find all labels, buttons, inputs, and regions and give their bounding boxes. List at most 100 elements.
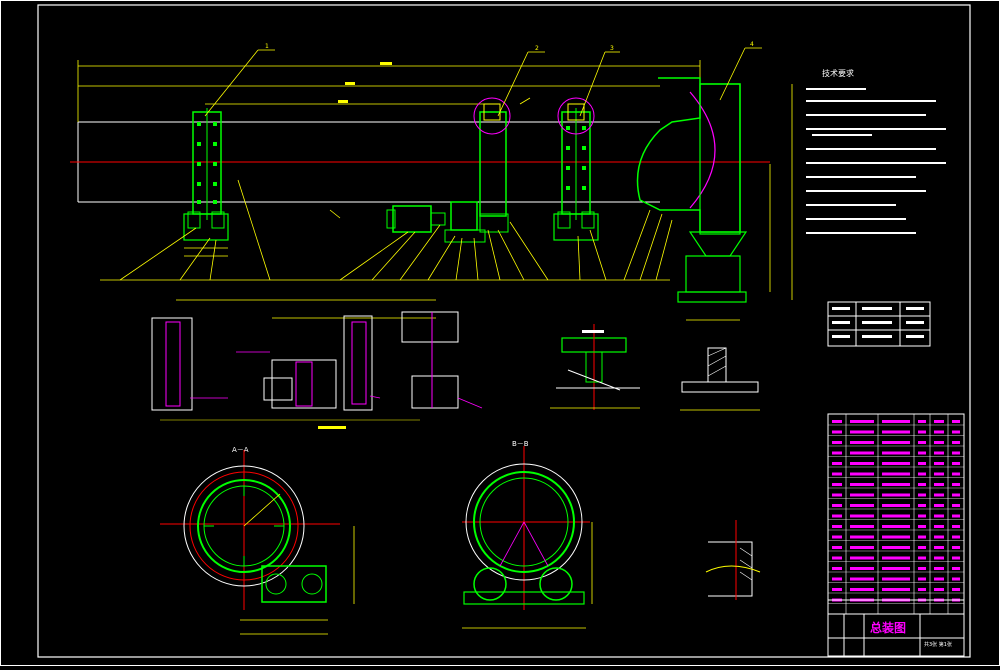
- support-left-roller-b: [211, 211, 225, 229]
- parts-cell-text: [850, 493, 874, 497]
- parts-cell-text: [934, 514, 944, 518]
- parts-cell-text: [918, 546, 926, 549]
- title-block: 总装图 共3张 第1张: [827, 613, 965, 657]
- parts-cell-text: [934, 525, 944, 528]
- callout-2: 2: [535, 45, 539, 52]
- parts-cell-text: [934, 420, 944, 423]
- parts-cell-text: [832, 577, 842, 581]
- parts-cell-text: [850, 514, 874, 518]
- parts-cell-text: [832, 525, 842, 528]
- parts-cell-text: [952, 556, 960, 560]
- section-a-label: A－A: [232, 446, 249, 454]
- foundation-left: [151, 317, 193, 411]
- parts-cell-text: [918, 430, 926, 434]
- parts-cell-text: [918, 588, 926, 591]
- parts-cell-text: [934, 493, 944, 497]
- support-left: [183, 213, 229, 241]
- parts-cell-text: [934, 577, 944, 581]
- parts-cell-text: [832, 588, 842, 591]
- parts-cell-text: [934, 504, 944, 507]
- section-mark-right: [519, 97, 531, 105]
- section-b-label: B－B: [512, 440, 529, 448]
- parts-cell-text: [850, 483, 874, 486]
- pinion-base: [479, 213, 509, 233]
- tyre-right-bolts: [566, 126, 586, 190]
- parts-cell-text: [952, 472, 960, 476]
- parts-cell-text: [952, 514, 960, 518]
- parts-cell-text: [832, 430, 842, 434]
- parts-cell-text: [850, 588, 874, 591]
- section-a: A－A: [160, 446, 355, 635]
- sheet-info: 共3张 第1张: [924, 641, 952, 648]
- parts-cell-text: [918, 525, 926, 528]
- parts-cell-text: [918, 556, 926, 560]
- parts-cell-text: [882, 472, 910, 476]
- motor-fan: [386, 209, 396, 229]
- section-mark-left: [329, 209, 341, 219]
- parts-cell-text: [952, 535, 960, 539]
- parts-cell-text: [882, 441, 910, 444]
- parts-cell-text: [850, 504, 874, 507]
- dim-text-seg2: [338, 100, 348, 103]
- inner-frame: [37, 4, 971, 658]
- parts-cell-text: [850, 546, 874, 549]
- parts-cell-text: [934, 588, 944, 591]
- parts-cell-text: [952, 493, 960, 497]
- parts-cell-text: [832, 420, 842, 423]
- coupling: [430, 212, 446, 226]
- reducer-base: [444, 229, 486, 243]
- parts-cell-text: [850, 525, 874, 528]
- hood-base: [677, 291, 747, 303]
- discharge-hood: [636, 77, 741, 233]
- parts-cell-text: [934, 451, 944, 455]
- parts-cell-text: [952, 504, 960, 507]
- parts-cell-text: [952, 546, 960, 549]
- dryer-elevation: 1 2 3 4: [70, 41, 793, 321]
- parts-cell-text: [850, 430, 874, 434]
- parts-cell-text: [934, 472, 944, 476]
- parts-cell-text: [832, 451, 842, 455]
- parts-cell-text: [918, 472, 926, 476]
- technical-notes: 技术要求: [806, 68, 946, 234]
- detail-section: [705, 520, 761, 600]
- support-right: [553, 213, 599, 241]
- parts-cell-text: [952, 525, 960, 528]
- parts-cell-text: [918, 483, 926, 486]
- parts-cell-text: [832, 493, 842, 497]
- parts-cell-text: [934, 483, 944, 486]
- parts-cell-text: [934, 567, 944, 570]
- hood-seal-curve: [689, 91, 716, 209]
- parts-cell-text: [850, 472, 874, 476]
- parts-cell-text: [952, 567, 960, 570]
- dim-text-length: [380, 62, 392, 65]
- parts-cell-text: [882, 514, 910, 518]
- parts-cell-text: [882, 504, 910, 507]
- notes-lines: [806, 88, 946, 234]
- hood-hopper: [688, 231, 748, 257]
- parts-cell-text: [832, 483, 842, 486]
- parts-cell-text: [882, 567, 910, 570]
- parts-cell-text: [918, 451, 926, 455]
- notes-title: 技术要求: [822, 68, 854, 78]
- parts-cell-text: [850, 535, 874, 539]
- parts-cell-text: [850, 441, 874, 444]
- parts-cell-text: [882, 535, 910, 539]
- foundation-hood: [401, 311, 459, 343]
- callout-4: 4: [750, 41, 754, 48]
- parts-cell-text: [882, 525, 910, 528]
- parts-cell-text: [882, 577, 910, 581]
- parts-cell-text: [918, 462, 926, 465]
- parts-cell-text: [882, 493, 910, 497]
- parts-cell-text: [952, 420, 960, 423]
- parts-cell-text: [882, 588, 910, 591]
- parts-cell-text: [832, 556, 842, 560]
- parts-cell-text: [832, 567, 842, 570]
- parts-cell-text: [918, 535, 926, 539]
- parts-cell-text: [952, 430, 960, 434]
- parts-cell-text: [850, 462, 874, 465]
- parts-cell-text: [832, 472, 842, 476]
- drawing-title: 总装图: [870, 620, 906, 635]
- girth-gear: [479, 111, 507, 217]
